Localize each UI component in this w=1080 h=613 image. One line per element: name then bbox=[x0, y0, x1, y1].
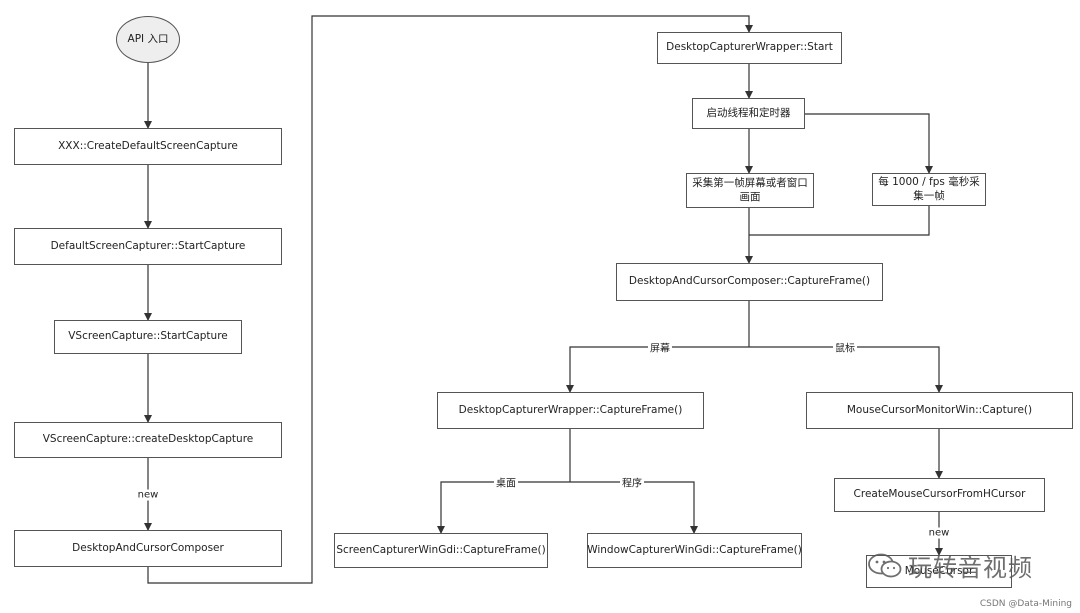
edge-label-program: 程序 bbox=[620, 474, 644, 490]
watermark-text: 玩转音视频 bbox=[908, 554, 1033, 582]
wechat-icon bbox=[868, 553, 902, 577]
edge-composer-to-wrapper-start bbox=[147, 15, 753, 584]
edge-to-gdi-screen bbox=[437, 481, 570, 534]
wrapper-start-node: DesktopCapturerWrapper::Start bbox=[657, 32, 842, 64]
edge-label-desktop: 桌面 bbox=[494, 474, 518, 490]
wrapper-capture-frame-node: DesktopCapturerWrapper::CaptureFrame() bbox=[437, 392, 704, 429]
composer-capture-frame-node: DesktopAndCursorComposer::CaptureFrame() bbox=[616, 263, 883, 301]
credit-text: CSDN @Data-Mining bbox=[979, 599, 1072, 609]
vscreen-start-capture-node: VScreenCapture::StartCapture bbox=[54, 320, 242, 354]
edge-thread-to-fps bbox=[805, 113, 933, 174]
watermark: 玩转音视频 bbox=[868, 548, 1033, 583]
edge-label-screen: 屏幕 bbox=[648, 339, 672, 355]
create-mouse-cursor-node: CreateMouseCursorFromHCursor bbox=[834, 478, 1045, 512]
gdi-window-capture-node: WindowCapturerWinGdi::CaptureFrame() bbox=[587, 533, 802, 568]
default-start-capture-node: DefaultScreenCapturer::StartCapture bbox=[14, 228, 282, 265]
capture-first-frame-node: 采集第一帧屏幕或者窗口画面 bbox=[686, 173, 814, 208]
gdi-screen-capture-node: ScreenCapturerWinGdi::CaptureFrame() bbox=[334, 533, 548, 568]
edge-fps-join bbox=[749, 206, 930, 236]
edge-label-new-2: new bbox=[926, 527, 952, 539]
capture-per-fps-node: 每 1000 / fps 毫秒采集一帧 bbox=[872, 173, 986, 206]
edge-to-gdi-window bbox=[570, 481, 698, 534]
edge-to-cursor-monitor bbox=[749, 346, 943, 393]
edge-label-mouse: 鼠标 bbox=[833, 339, 857, 355]
mouse-cursor-monitor-capture-node: MouseCursorMonitorWin::Capture() bbox=[806, 392, 1073, 429]
desktop-and-cursor-composer-node: DesktopAndCursorComposer bbox=[14, 530, 282, 567]
api-entry-node: API 入口 bbox=[116, 16, 180, 63]
edge-to-wrapper-capture bbox=[566, 346, 749, 393]
vscreen-create-desktop-capture-node: VScreenCapture::createDesktopCapture bbox=[14, 422, 282, 458]
start-thread-timer-node: 启动线程和定时器 bbox=[692, 98, 805, 129]
edge-label-new-1: new bbox=[135, 489, 161, 501]
create-default-screen-capture-node: XXX::CreateDefaultScreenCapture bbox=[14, 128, 282, 165]
